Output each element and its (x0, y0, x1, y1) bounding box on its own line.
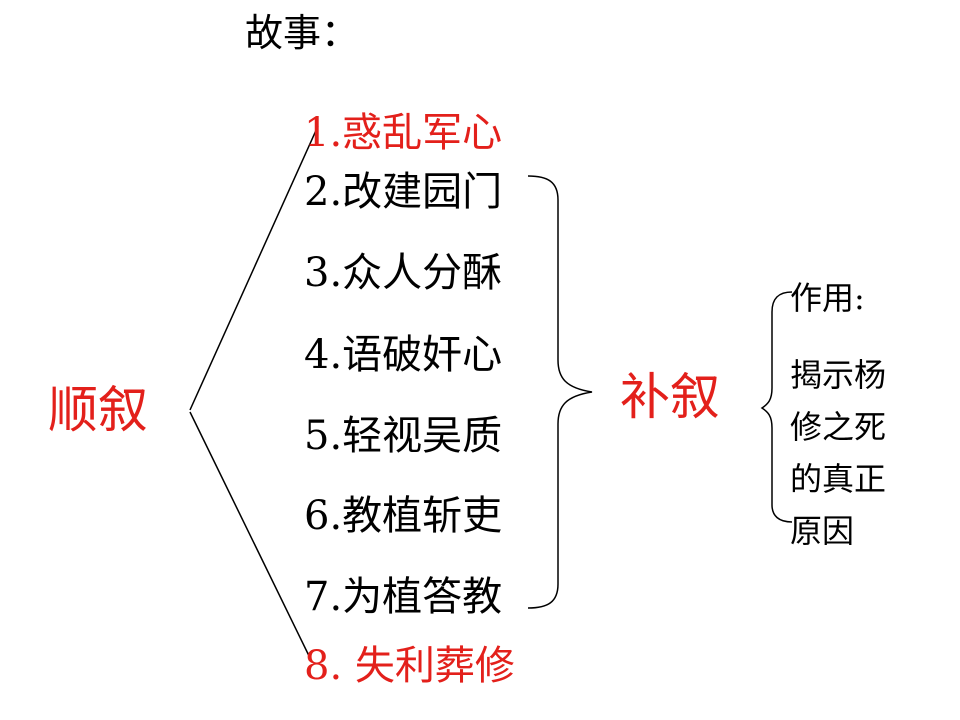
story-item-5: 5.轻视吴质 (304, 413, 503, 459)
title: 故事： (245, 11, 360, 55)
branch-line-top (189, 125, 319, 411)
effect-line-2: 修之死 (790, 408, 887, 446)
sequential-narration-label: 顺叙 (48, 381, 148, 439)
story-item-6: 6.教植斩吏 (304, 493, 503, 539)
supplementary-narration-label: 补叙 (620, 368, 720, 426)
group-brace (527, 175, 593, 609)
story-item-1: 1.惑乱军心 (304, 110, 503, 156)
branch-line-bottom (189, 411, 313, 663)
effect-line-4: 原因 (790, 512, 855, 550)
effect-line-3: 的真正 (790, 460, 887, 498)
story-item-8: 8. 失利葬修 (304, 643, 515, 689)
effect-line-1: 揭示杨 (790, 356, 887, 394)
story-item-3: 3.众人分酥 (304, 250, 503, 296)
effect-heading: 作用: (790, 279, 865, 317)
effect-brace (760, 291, 793, 523)
story-item-7: 7.为植答教 (304, 574, 503, 620)
story-item-2: 2.改建园门 (304, 169, 503, 215)
story-item-4: 4.语破奸心 (304, 332, 503, 378)
